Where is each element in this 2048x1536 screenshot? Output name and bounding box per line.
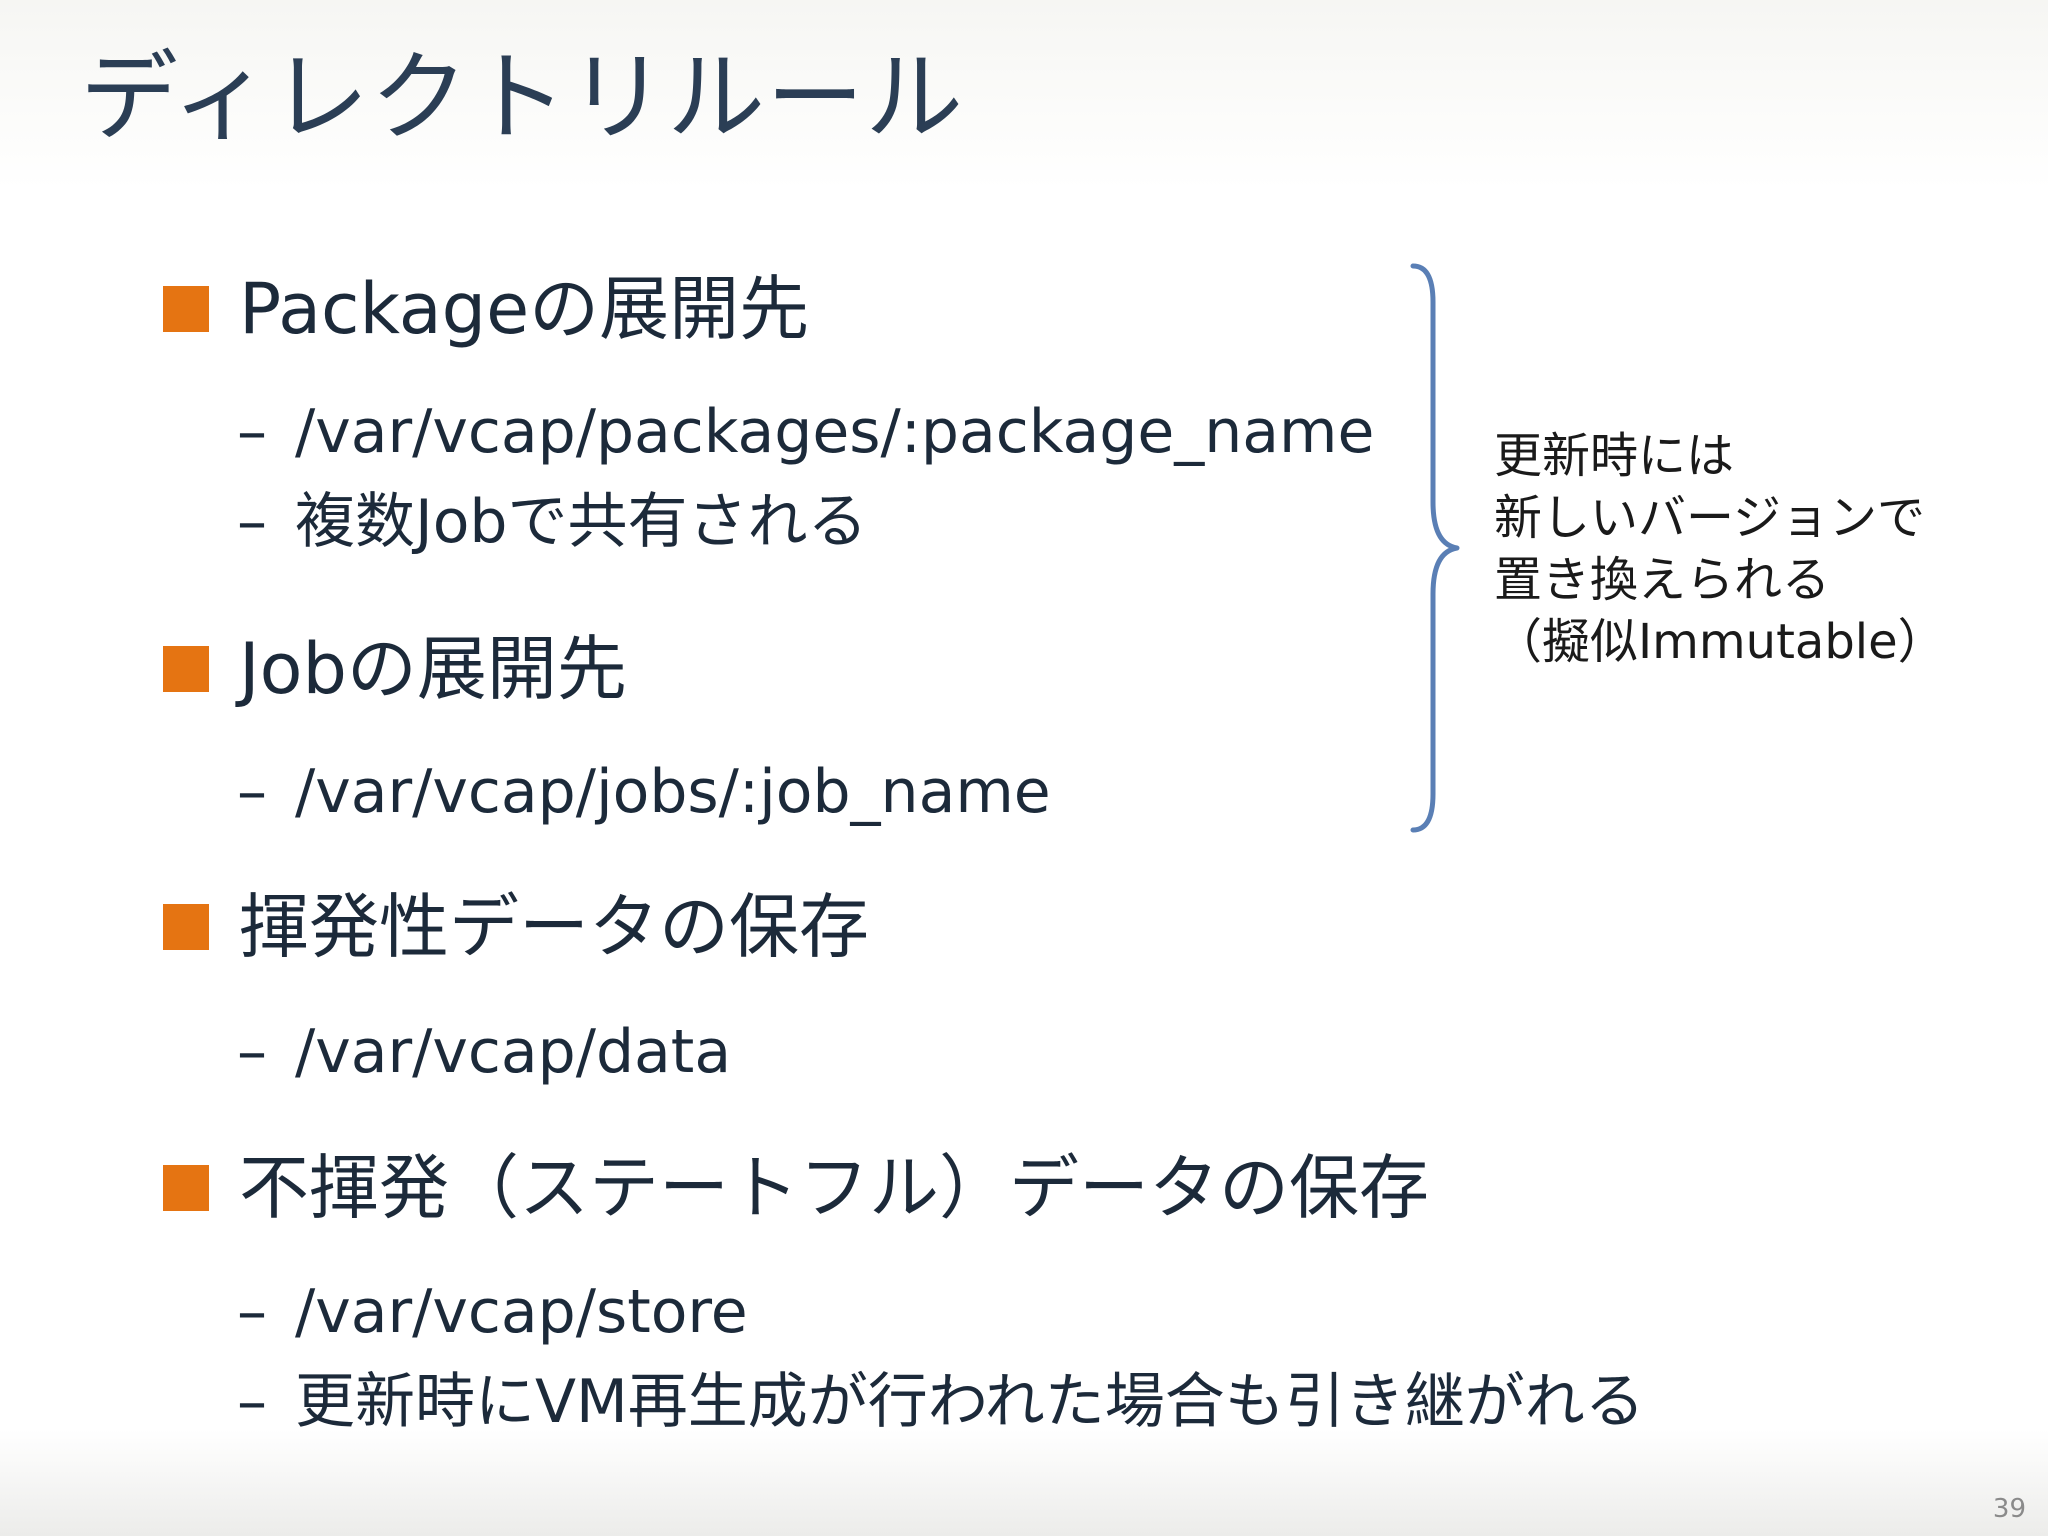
sub-item: – 複数Jobで共有される: [237, 482, 868, 562]
sub-item-text: /var/vcap/data: [295, 1017, 732, 1087]
sub-item: – /var/vcap/store: [237, 1272, 748, 1352]
slide-title: ディレクトリルール: [80, 41, 965, 155]
bullet-label: 不揮発（ステートフル）データの保存: [239, 1147, 1429, 1229]
bullet-label: Jobの展開先: [239, 628, 627, 710]
side-note-line: 新しいバージョンで: [1494, 490, 1926, 546]
bullet-square-icon: [163, 904, 209, 950]
bullet-square-icon: [163, 1165, 209, 1211]
bullet-label: Packageの展開先: [239, 268, 810, 350]
side-note-line: 置き換えられる: [1494, 552, 1831, 608]
sub-item-text: /var/vcap/jobs/:job_name: [295, 757, 1051, 827]
side-note: 更新時には 新しいバージョンで 置き換えられる （擬似Immutable）: [1494, 425, 1946, 673]
dash-marker: –: [237, 1277, 267, 1347]
side-note-line: 更新時には: [1494, 428, 1735, 484]
bullet-package-deploy: Packageの展開先: [163, 264, 809, 354]
sub-item-text: /var/vcap/packages/:package_name: [295, 397, 1375, 467]
sub-item: – /var/vcap/packages/:package_name: [237, 392, 1374, 472]
bullet-job-deploy: Jobの展開先: [163, 624, 627, 714]
dash-marker: –: [237, 1017, 267, 1087]
sub-item: – 更新時にVM再生成が行われた場合も引き継がれる: [237, 1362, 1645, 1442]
bullet-label: 揮発性データの保存: [239, 886, 869, 968]
sub-item-text: 複数Jobで共有される: [295, 487, 868, 557]
bullet-square-icon: [163, 646, 209, 692]
bullet-square-icon: [163, 286, 209, 332]
sub-item: – /var/vcap/data: [237, 1012, 731, 1092]
curly-brace-icon: [1410, 263, 1460, 833]
dash-marker: –: [237, 1367, 267, 1437]
side-note-line: （擬似Immutable）: [1494, 614, 1946, 670]
sub-item: – /var/vcap/jobs/:job_name: [237, 752, 1051, 832]
dash-marker: –: [237, 397, 267, 467]
dash-marker: –: [237, 487, 267, 557]
page-number: 39: [1992, 1494, 2026, 1524]
sub-item-text: 更新時にVM再生成が行われた場合も引き継がれる: [295, 1367, 1645, 1437]
sub-item-text: /var/vcap/store: [295, 1277, 748, 1347]
dash-marker: –: [237, 757, 267, 827]
bullet-volatile-data: 揮発性データの保存: [163, 882, 869, 972]
bullet-persistent-data: 不揮発（ステートフル）データの保存: [163, 1143, 1429, 1233]
